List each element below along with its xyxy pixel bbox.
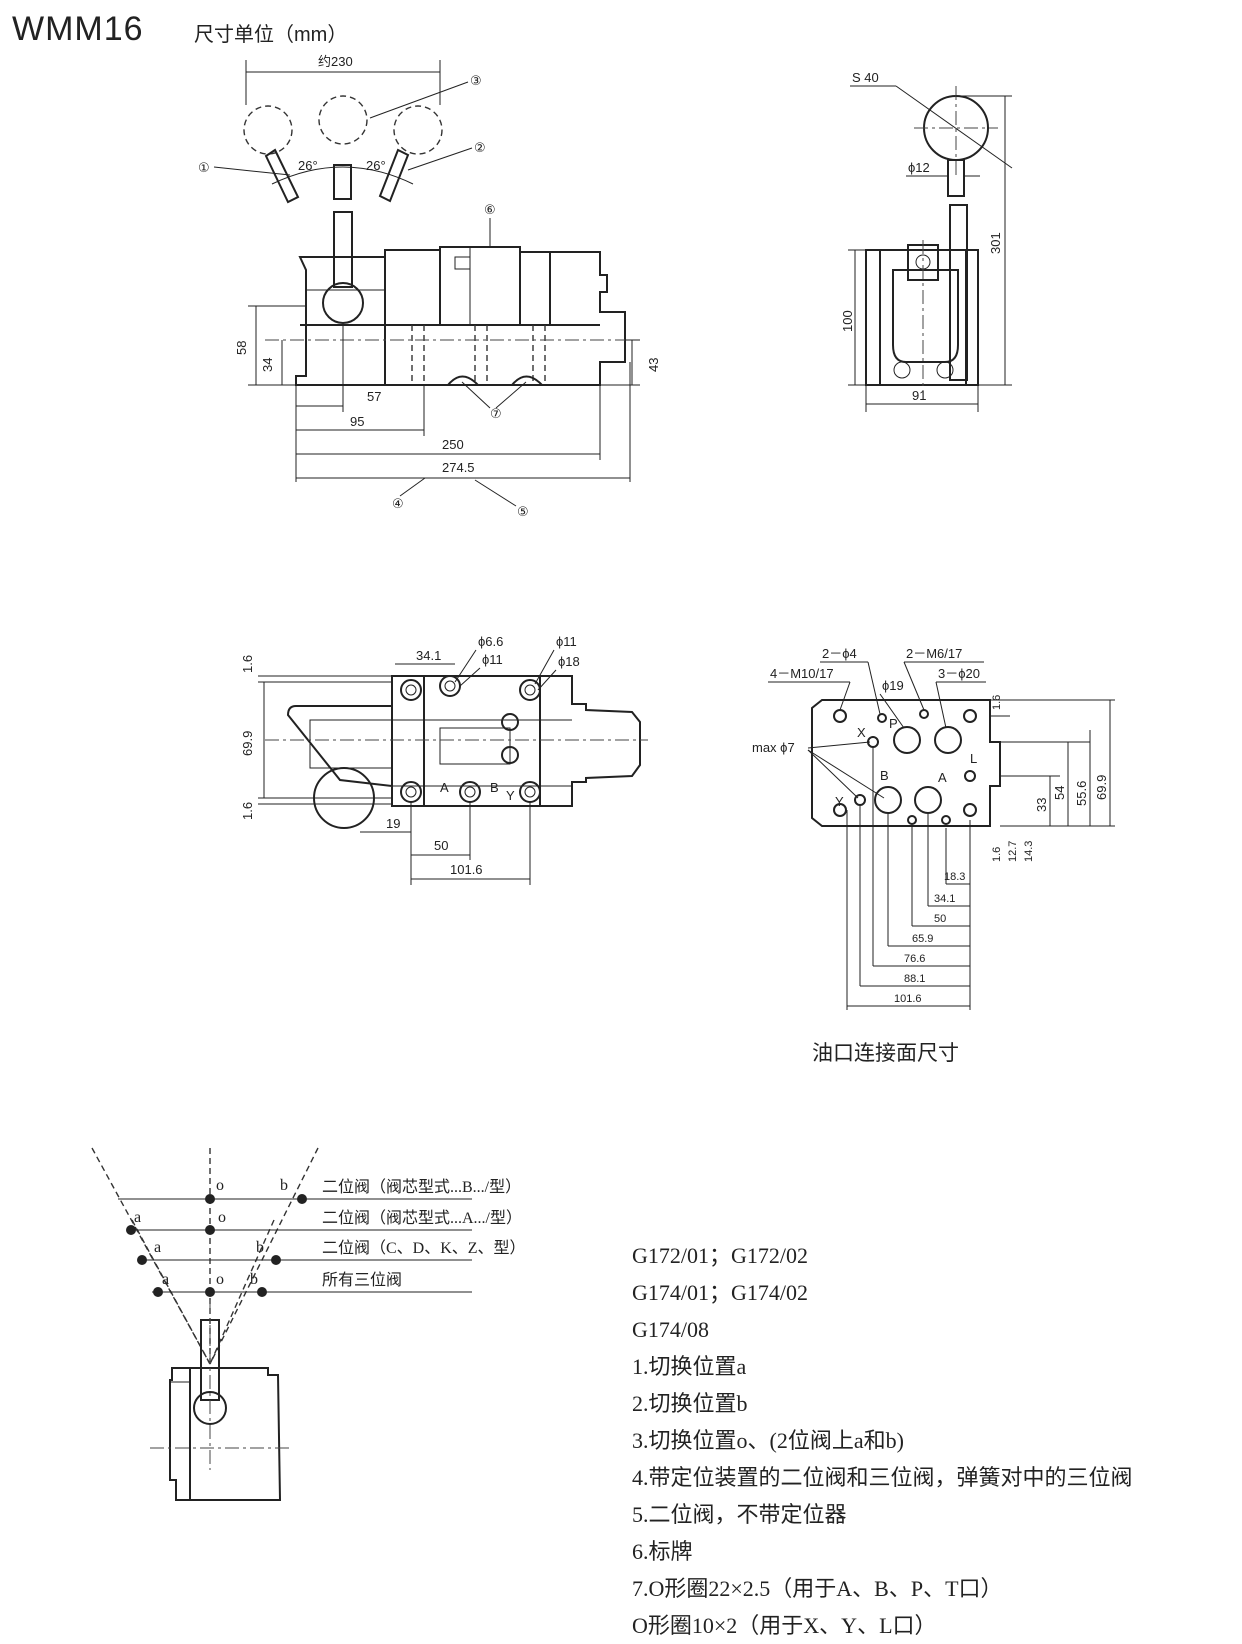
dim-phi11-a: ϕ11 <box>482 652 503 667</box>
dim-phi19: ϕ19 <box>882 678 904 693</box>
dim-54: 54 <box>1052 786 1067 800</box>
dim-101-6-top: 101.6 <box>450 862 483 877</box>
dim-1-6-top-a: 1.6 <box>240 655 255 673</box>
dim-s40: S 40 <box>852 70 879 85</box>
note-item: 3.切换位置o、(2位阀上a和b) <box>632 1428 904 1453</box>
dim-274-5: 274.5 <box>442 460 475 475</box>
port-A-top: A <box>440 780 449 795</box>
port-L: L <box>970 751 977 766</box>
dim-58: 58 <box>234 341 249 355</box>
dim-65-9: 65.9 <box>912 933 933 945</box>
callout-4: ④ <box>392 496 404 511</box>
dim-4-m10-17: 4－M10/17 <box>770 666 834 681</box>
port-A: A <box>938 770 947 785</box>
pos-row-4: 所有三位阀 <box>322 1271 402 1289</box>
dim-34-1-pf: 34.1 <box>934 893 955 905</box>
callout-3: ③ <box>470 73 482 88</box>
dim-101-6-pf: 101.6 <box>894 993 922 1005</box>
dim-34-1-top: 34.1 <box>416 648 441 663</box>
dim-69-9-top: 69.9 <box>240 731 255 756</box>
pos-letter-o-2: o <box>218 1209 226 1226</box>
dim-69-9-pf: 69.9 <box>1094 775 1109 800</box>
position-diagram: o b a o a b a o b 二位阀（阀芯型式...B.../型） 二位阀… <box>91 1147 526 1501</box>
dim-91: 91 <box>912 388 926 403</box>
dim-2-phi4: 2－ϕ4 <box>822 646 857 661</box>
dim-2-m6-17: 2－M6/17 <box>906 646 962 661</box>
note-item: 2.切换位置b <box>632 1391 748 1416</box>
dim-88-1: 88.1 <box>904 973 925 985</box>
pos-letter-o-1: o <box>216 1177 224 1194</box>
dim-250: 250 <box>442 437 464 452</box>
dim-approx-230: 约230 <box>318 54 353 69</box>
port-X: X <box>857 725 866 740</box>
port-P: P <box>889 716 898 731</box>
pos-letter-b-1: b <box>280 1177 288 1194</box>
callout-1: ① <box>198 160 210 175</box>
port-Y: Y <box>835 794 844 809</box>
notes-list: G172/01；G172/02 G174/01；G174/02 G174/08 … <box>632 1237 1133 1644</box>
callout-5: ⑤ <box>517 504 529 519</box>
pos-letter-b-4: b <box>250 1271 258 1288</box>
dim-100: 100 <box>840 310 855 332</box>
dim-19: 19 <box>386 816 400 831</box>
angle-left: 26° <box>298 158 318 173</box>
dim-1-6-top-b: 1.6 <box>240 802 255 820</box>
dim-76-6: 76.6 <box>904 953 925 965</box>
dim-33: 33 <box>1034 798 1049 812</box>
port-face: X P L B A Y 2－ϕ4 2－M6/17 4－M10/17 ϕ19 3－… <box>752 646 1115 1010</box>
dim-phi11-b: ϕ11 <box>556 634 577 649</box>
pos-row-1: 二位阀（阀芯型式...B.../型） <box>322 1178 521 1196</box>
pos-letter-o-4: o <box>216 1271 224 1288</box>
angle-right: 26° <box>366 158 386 173</box>
port-B: B <box>880 768 889 783</box>
note-item: G174/01；G174/02 <box>632 1280 809 1305</box>
pos-letter-b-3: b <box>256 1239 264 1256</box>
dim-301: 301 <box>988 232 1003 254</box>
note-item: G174/08 <box>632 1317 709 1342</box>
note-item: 7.O形圈22×2.5（用于A、B、P、T口） <box>632 1576 1003 1601</box>
model-title: WMM16 <box>12 10 144 48</box>
note-item: G172/01；G172/02 <box>632 1243 809 1268</box>
callout-2: ② <box>474 140 486 155</box>
pos-row-2: 二位阀（阀芯型式...A.../型） <box>322 1209 522 1227</box>
unit-label: 尺寸单位（mm） <box>194 24 348 46</box>
dim-50-top: 50 <box>434 838 448 853</box>
note-item: 4.带定位装置的二位阀和三位阀，弹簧对中的三位阀 <box>632 1465 1133 1490</box>
port-face-caption: 油口连接面尺寸 <box>812 1041 959 1065</box>
dim-12-7: 12.7 <box>1007 841 1019 862</box>
dim-18-3: 18.3 <box>944 871 965 883</box>
note-item: 5.二位阀，不带定位器 <box>632 1502 847 1527</box>
pos-row-3: 二位阀（C、D、K、Z、型） <box>322 1239 526 1257</box>
dim-phi18: ϕ18 <box>558 654 580 669</box>
pos-letter-a-2: a <box>134 1209 141 1226</box>
pos-letter-a-3: a <box>154 1239 161 1256</box>
dim-50-pf: 50 <box>934 913 946 925</box>
dim-34: 34 <box>260 358 275 372</box>
front-view: 约230 26° 26° ① ② ③ <box>198 54 661 519</box>
top-view: A B Y 34.1 ϕ6.6 ϕ11 ϕ11 ϕ18 1.6 69.9 1.6… <box>240 634 648 885</box>
dim-55-6: 55.6 <box>1074 781 1089 806</box>
callout-6: ⑥ <box>484 202 496 217</box>
note-item: 1.切换位置a <box>632 1354 747 1379</box>
dim-1-6-pf-bottom: 1.6 <box>991 847 1003 862</box>
dim-3-phi20: 3－ϕ20 <box>938 666 980 681</box>
note-item: 6.标牌 <box>632 1539 693 1564</box>
note-item: O形圈10×2（用于X、Y、L口） <box>632 1613 937 1638</box>
dim-14-3: 14.3 <box>1023 841 1035 862</box>
port-Y-top: Y <box>506 788 515 803</box>
pos-letter-a-4: a <box>162 1271 169 1288</box>
dim-phi12: ϕ12 <box>908 160 930 175</box>
dim-1-6-pf-top: 1.6 <box>991 695 1003 710</box>
dim-max-phi7: max ϕ7 <box>752 740 795 755</box>
dim-phi6-6: ϕ6.6 <box>478 634 503 649</box>
dim-43: 43 <box>646 358 661 372</box>
side-view: S 40 ϕ12 301 100 91 <box>840 70 1013 412</box>
port-B-top: B <box>490 780 499 795</box>
dim-95: 95 <box>350 414 364 429</box>
dim-57: 57 <box>367 389 381 404</box>
callout-7: ⑦ <box>490 406 502 421</box>
